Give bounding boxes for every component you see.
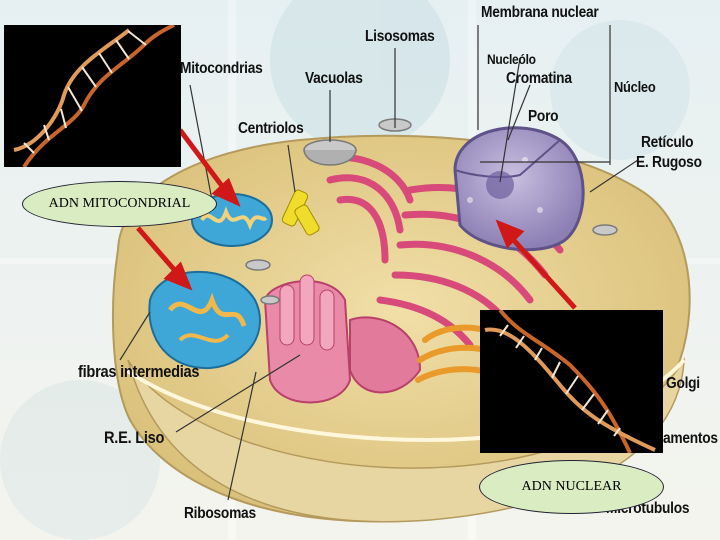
callout-adn-mitocondrial-text: ADN MITOCONDRIAL (48, 196, 191, 211)
label-cromatina: Cromatina (506, 70, 572, 87)
label-fibras-intermedias: fibras intermedias (78, 362, 200, 381)
mitochondrion-bottom (148, 270, 261, 370)
dna-helix-icon (4, 25, 181, 167)
callout-adn-mitocondrial: ADN MITOCONDRIAL (22, 181, 217, 227)
label-reticulo: Retículo (641, 134, 694, 151)
arrows (136, 128, 577, 310)
label-re-liso: R.E. Liso (104, 428, 165, 447)
dna-image-nuclear (480, 310, 663, 453)
label-vacuolas: Vacuolas (305, 70, 363, 87)
label-centriolos: Centriolos (238, 120, 304, 137)
label-golgi: Golgi (666, 375, 700, 392)
label-lisosomas: Lisosomas (365, 28, 435, 45)
label-nucleolo: Nucleólo (487, 51, 536, 67)
dna-image-mitochondrial (4, 25, 181, 167)
label-filamentos: amentos (663, 430, 718, 447)
arrow-mito-bottom-head (163, 261, 193, 291)
vacuoles (245, 118, 618, 305)
label-ribosomas: Ribosomas (184, 505, 256, 522)
label-poro: Poro (528, 108, 559, 125)
callout-adn-nuclear: ADN NUCLEAR (479, 460, 664, 514)
nucleus-shape (453, 126, 585, 252)
arrow-mito-top (178, 128, 227, 192)
dna-helix-icon (480, 310, 663, 453)
label-nucleo: Núcleo (614, 79, 656, 96)
arrow-nucleus (508, 234, 577, 310)
arrow-mito-bottom (136, 226, 180, 276)
smooth-er (263, 274, 422, 404)
arrow-mito-top-head (211, 177, 241, 207)
label-mitocondrias: Mitocondrias (180, 60, 263, 77)
centrioles (281, 189, 320, 236)
label-membrana-nuclear: Membrana nuclear (481, 4, 599, 21)
callout-adn-nuclear-text: ADN NUCLEAR (521, 479, 622, 494)
label-e-rugoso: E. Rugoso (636, 154, 702, 171)
arrow-nucleus-head (495, 219, 525, 249)
